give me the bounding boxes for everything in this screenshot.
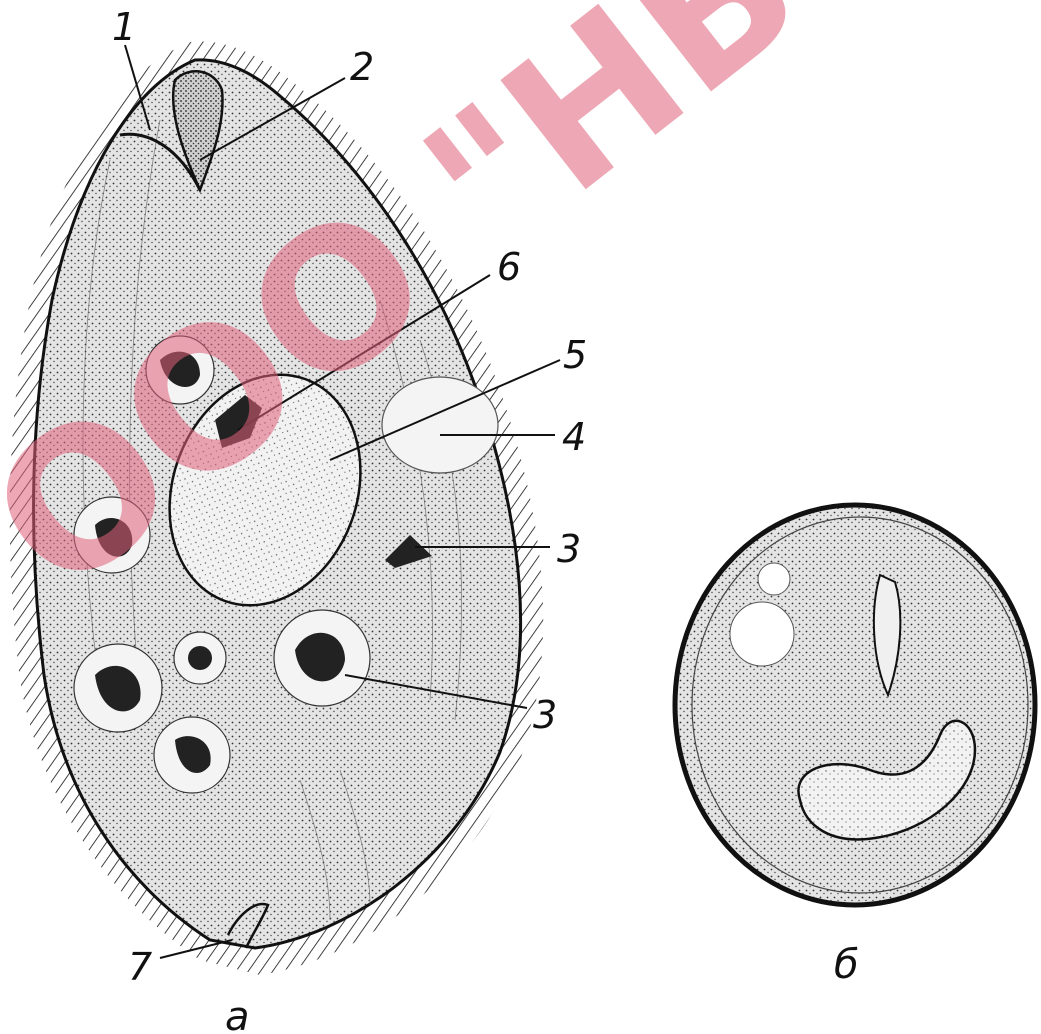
label-2: 2 xyxy=(350,45,374,89)
cyst-wall xyxy=(675,505,1035,905)
label-4: 4 xyxy=(562,415,586,459)
cyst-vacuole-large xyxy=(730,602,794,666)
subfigure-label-b: б xyxy=(834,942,859,988)
cyst-vacuole-small xyxy=(758,563,790,595)
label-5: 5 xyxy=(563,333,587,377)
label-3a: 3 xyxy=(557,527,581,571)
subfigure-label-a: а xyxy=(225,994,250,1034)
label-1: 1 xyxy=(112,5,136,49)
cyst-b xyxy=(675,505,1035,905)
label-3b: 3 xyxy=(533,693,557,737)
label-6: 6 xyxy=(497,245,521,289)
label-7: 7 xyxy=(128,945,152,989)
